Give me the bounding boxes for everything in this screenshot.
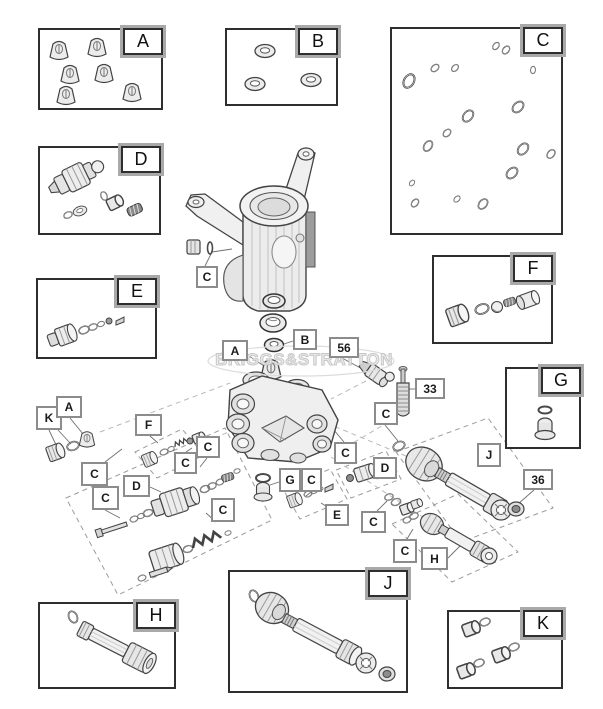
group-box-j: J xyxy=(228,570,408,693)
group-label-a: A xyxy=(123,28,163,55)
group-box-k: K xyxy=(447,610,563,689)
group-box-b: B xyxy=(225,28,338,106)
manifold-drawing xyxy=(225,371,339,464)
e-group-parts xyxy=(285,483,334,509)
callout-36: 36 xyxy=(523,469,553,490)
group-label-g: G xyxy=(541,367,581,394)
callout-j: J xyxy=(477,443,501,467)
callout-56: 56 xyxy=(329,337,359,358)
callout-c: C xyxy=(334,442,357,464)
callout-d: D xyxy=(373,457,397,479)
pump-head-drawing xyxy=(185,147,316,312)
callout-f: F xyxy=(135,414,162,436)
box-f-parts xyxy=(444,290,541,328)
callout-c: C xyxy=(393,539,417,563)
callout-c: C xyxy=(92,486,119,510)
group-box-d: D xyxy=(38,146,161,235)
box-h-parts xyxy=(65,608,157,675)
callout-33: 33 xyxy=(415,378,445,399)
unloader-group-parts xyxy=(94,467,242,583)
callout-c: C xyxy=(196,436,220,458)
seal-stack-drawing xyxy=(259,293,287,381)
group-label-k: K xyxy=(523,610,563,637)
box-e-parts xyxy=(46,316,125,347)
group-label-e: E xyxy=(117,278,157,305)
callout-c: C xyxy=(361,511,386,533)
callout-a: A xyxy=(222,340,248,361)
callout-k: K xyxy=(36,406,62,430)
g-part-drawing xyxy=(253,473,273,502)
bolt-drawing xyxy=(396,366,410,417)
callout-e: E xyxy=(325,504,349,526)
group-label-f: F xyxy=(513,255,553,282)
box-j-parts xyxy=(246,587,396,682)
j-tube-drawing xyxy=(405,446,525,521)
callout-h: H xyxy=(421,547,448,570)
box-d-parts xyxy=(48,160,144,221)
callout-b: B xyxy=(293,329,317,350)
group-box-c: C xyxy=(390,27,563,235)
thermal-valve-drawing xyxy=(358,360,395,388)
group-box-h: H xyxy=(38,602,176,689)
group-label-d: D xyxy=(121,146,161,173)
callout-c: C xyxy=(196,266,218,288)
callout-c: C xyxy=(174,452,197,474)
group-box-g: G xyxy=(505,367,581,449)
group-label-j: J xyxy=(368,570,408,597)
group-label-h: H xyxy=(136,602,176,629)
callout-c: C xyxy=(211,498,235,522)
callout-d: D xyxy=(123,475,150,497)
f-group-parts xyxy=(140,430,208,469)
h-tube-drawing xyxy=(419,512,498,565)
group-label-c: C xyxy=(523,27,563,54)
callout-g: G xyxy=(279,468,301,492)
box-g-parts xyxy=(534,405,556,441)
callout-c: C xyxy=(301,468,322,492)
callout-c: C xyxy=(374,402,398,425)
callout-a: A xyxy=(56,396,82,418)
callout-c: C xyxy=(81,462,108,486)
group-box-e: E xyxy=(36,278,157,359)
group-box-a: A xyxy=(38,28,163,110)
group-box-f: F xyxy=(432,255,553,344)
group-label-b: B xyxy=(298,28,338,55)
